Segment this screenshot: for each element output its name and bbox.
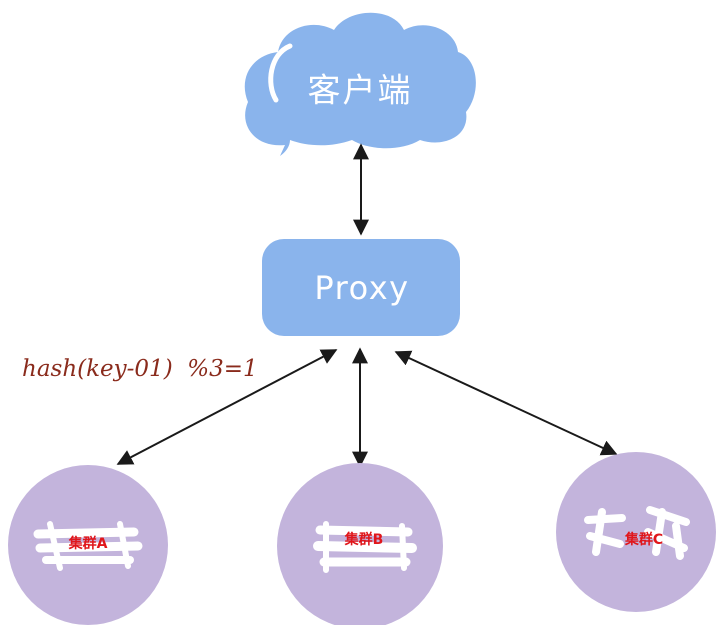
cluster-c-label: 集群C [624, 531, 663, 548]
cluster-a-label: 集群A [68, 535, 108, 552]
cluster-a-scribble [33, 521, 143, 571]
proxy-node: Proxy [262, 239, 460, 336]
routing-note: hash(key-01) %3=1 [22, 356, 258, 382]
proxy-box [262, 239, 460, 336]
proxy-label: Proxy [314, 269, 409, 307]
cluster-c-node: 集群C [556, 452, 716, 612]
cluster-b-node: 集群B [277, 463, 443, 625]
client-label: 客户端 [308, 71, 413, 110]
edge-proxy-cluster-c [394, 350, 618, 456]
client-node: 客户端 [244, 12, 476, 157]
cluster-c-circle [556, 452, 716, 612]
edges [116, 143, 618, 468]
cluster-b-label: 集群B [344, 531, 384, 548]
cluster-c-scribble [584, 506, 690, 560]
edge-proxy-cluster-a [116, 349, 338, 465]
cluster-b-scribble [313, 521, 417, 573]
cloud-shape [244, 12, 476, 157]
cloud-highlight [268, 43, 293, 103]
cluster-a-node: 集群A [8, 465, 168, 625]
